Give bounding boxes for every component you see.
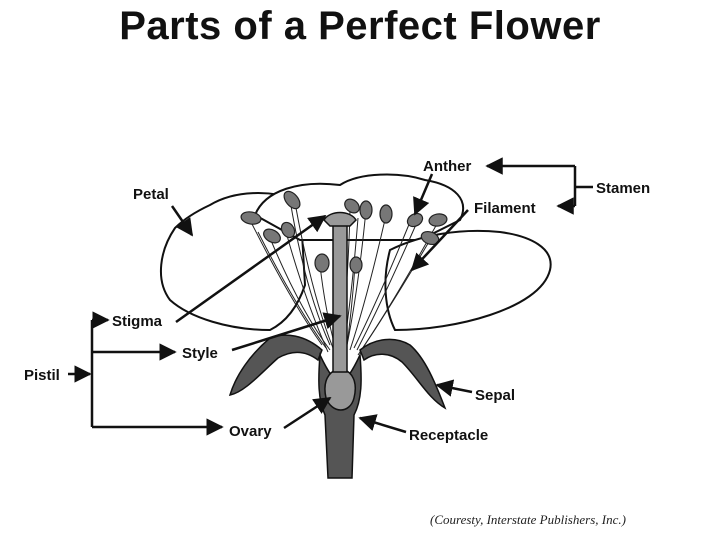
anther-12: [349, 256, 363, 274]
anther-2: [263, 228, 281, 244]
filaments: [249, 199, 439, 356]
ovary-pointer: [283, 396, 332, 430]
sepal-pointer: [435, 379, 473, 397]
anther-6: [344, 198, 360, 214]
petal-label: Petal: [133, 186, 169, 203]
anther-3: [283, 190, 301, 210]
anther-4: [280, 221, 296, 239]
pistil-label: Pistil: [24, 367, 60, 384]
diagram-title: Parts of a Perfect Flower: [119, 4, 601, 48]
filament-pointer: [410, 209, 469, 272]
anther-pointer: [413, 173, 434, 216]
sepal-label: Sepal: [475, 387, 515, 404]
receptacle-pointer: [358, 414, 407, 434]
stigma-shape: [323, 211, 357, 227]
petal-pointer: [170, 205, 194, 237]
stamen-label: Stamen: [596, 180, 650, 197]
receptacle-label: Receptacle: [409, 427, 488, 444]
stigma-pointer: [175, 214, 327, 324]
style-label: Style: [182, 345, 218, 362]
petal-left-shape: [159, 192, 307, 332]
anther-label: Anther: [423, 158, 471, 175]
anther-7: [359, 200, 373, 220]
style-shape: [332, 221, 348, 373]
anther-8: [379, 204, 393, 224]
credit-line: (Couresty, Interstate Publishers, Inc.): [430, 512, 626, 527]
sepal-left-shape: [228, 334, 323, 396]
petals: [159, 173, 552, 332]
anther-5: [314, 253, 330, 273]
anther-1: [240, 211, 262, 225]
pointer-lines: [68, 157, 593, 436]
petal-right-shape: [384, 229, 552, 332]
anther-10: [428, 213, 448, 227]
ovary-shape: [324, 369, 356, 411]
anther-9: [406, 212, 424, 228]
labels: Anther Stamen Filament Petal Stigma Styl…: [24, 158, 650, 444]
ovary-label: Ovary: [229, 423, 272, 440]
stigma-label: Stigma: [112, 313, 163, 330]
sepal-right-shape: [359, 338, 447, 410]
filament-label: Filament: [474, 200, 536, 217]
sepals: [228, 334, 447, 410]
pistil-structure: [323, 211, 357, 411]
anthers: [240, 190, 448, 274]
style-pointer: [231, 312, 342, 352]
